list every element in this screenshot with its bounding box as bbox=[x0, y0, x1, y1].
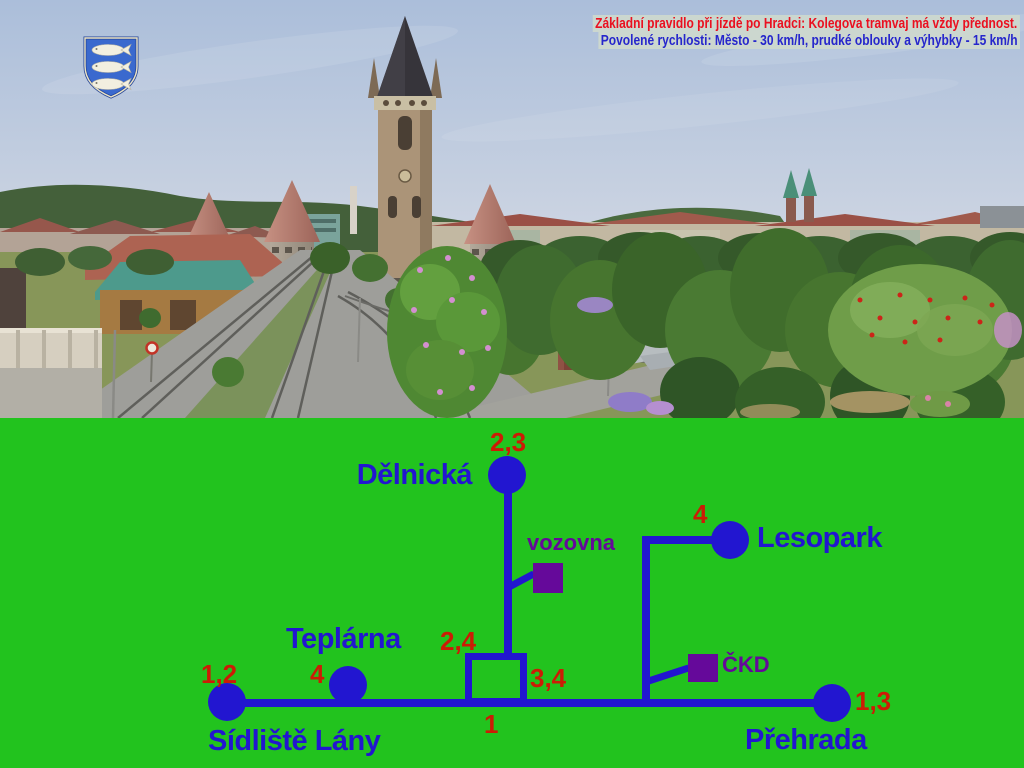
vozovna-label: vozovna bbox=[527, 530, 616, 555]
rules-banner: Základní pravidlo při jízdě po Hradci: K… bbox=[486, 15, 1020, 49]
flower-patches bbox=[577, 297, 1022, 417]
coat-of-arms bbox=[83, 36, 139, 99]
routes-delnicka: 2,3 bbox=[490, 427, 527, 457]
twin-spires bbox=[783, 168, 817, 222]
track-main-line bbox=[227, 699, 832, 707]
station-delnicka-circle bbox=[488, 456, 526, 494]
station-prehrada-circle bbox=[813, 684, 851, 722]
rule-speed-text: Povolené rychlosti: Město - 30 km/h, pru… bbox=[598, 32, 1020, 49]
station-lesopark-label: Lesopark bbox=[757, 522, 882, 554]
traffic-sign bbox=[145, 341, 159, 383]
rule-priority-text: Základní pravidlo při jízdě po Hradci: K… bbox=[593, 15, 1020, 32]
route-map: vozovna ČKD Dělnická Lesopark Teplárna S… bbox=[0, 418, 1024, 768]
church-tower bbox=[368, 16, 442, 278]
routes-junction-bottom: 1 bbox=[484, 709, 499, 739]
fish-icon bbox=[91, 77, 132, 91]
routes-junction-right: 3,4 bbox=[530, 663, 567, 693]
station-teplarna-label: Teplárna bbox=[286, 623, 401, 655]
city-panorama bbox=[0, 0, 1024, 418]
apple-orchard bbox=[740, 264, 1012, 418]
station-teplarna-circle bbox=[329, 666, 367, 704]
fish-icon bbox=[91, 43, 132, 57]
routes-junction-left: 2,4 bbox=[440, 626, 477, 656]
routes-lesopark: 4 bbox=[693, 499, 708, 529]
station-sidliste-lany-label: Sídliště Lány bbox=[208, 725, 381, 757]
front-fence bbox=[0, 328, 102, 418]
routes-prehrada: 1,3 bbox=[855, 686, 892, 716]
ckd-label: ČKD bbox=[722, 652, 770, 677]
station-sidliste-lany-circle bbox=[208, 683, 246, 721]
station-delnicka-label: Dělnická bbox=[356, 459, 473, 491]
track-delnicka-branch bbox=[504, 475, 512, 657]
routes-teplarna: 4 bbox=[310, 659, 325, 689]
vozovna-depot-square bbox=[533, 563, 563, 593]
track-lesopark-branch-horizontal bbox=[642, 536, 730, 544]
fish-icon bbox=[91, 60, 132, 74]
flowering-tree bbox=[387, 246, 507, 418]
routes-sidliste-lany: 1,2 bbox=[201, 659, 238, 689]
station-lesopark-circle bbox=[711, 521, 749, 559]
track-lesopark-branch-vertical bbox=[642, 536, 650, 707]
track-vozovna-spur bbox=[508, 570, 536, 590]
station-prehrada-label: Přehrada bbox=[745, 724, 867, 756]
ckd-factory-square bbox=[688, 654, 718, 682]
track-junction-loop bbox=[465, 653, 527, 705]
